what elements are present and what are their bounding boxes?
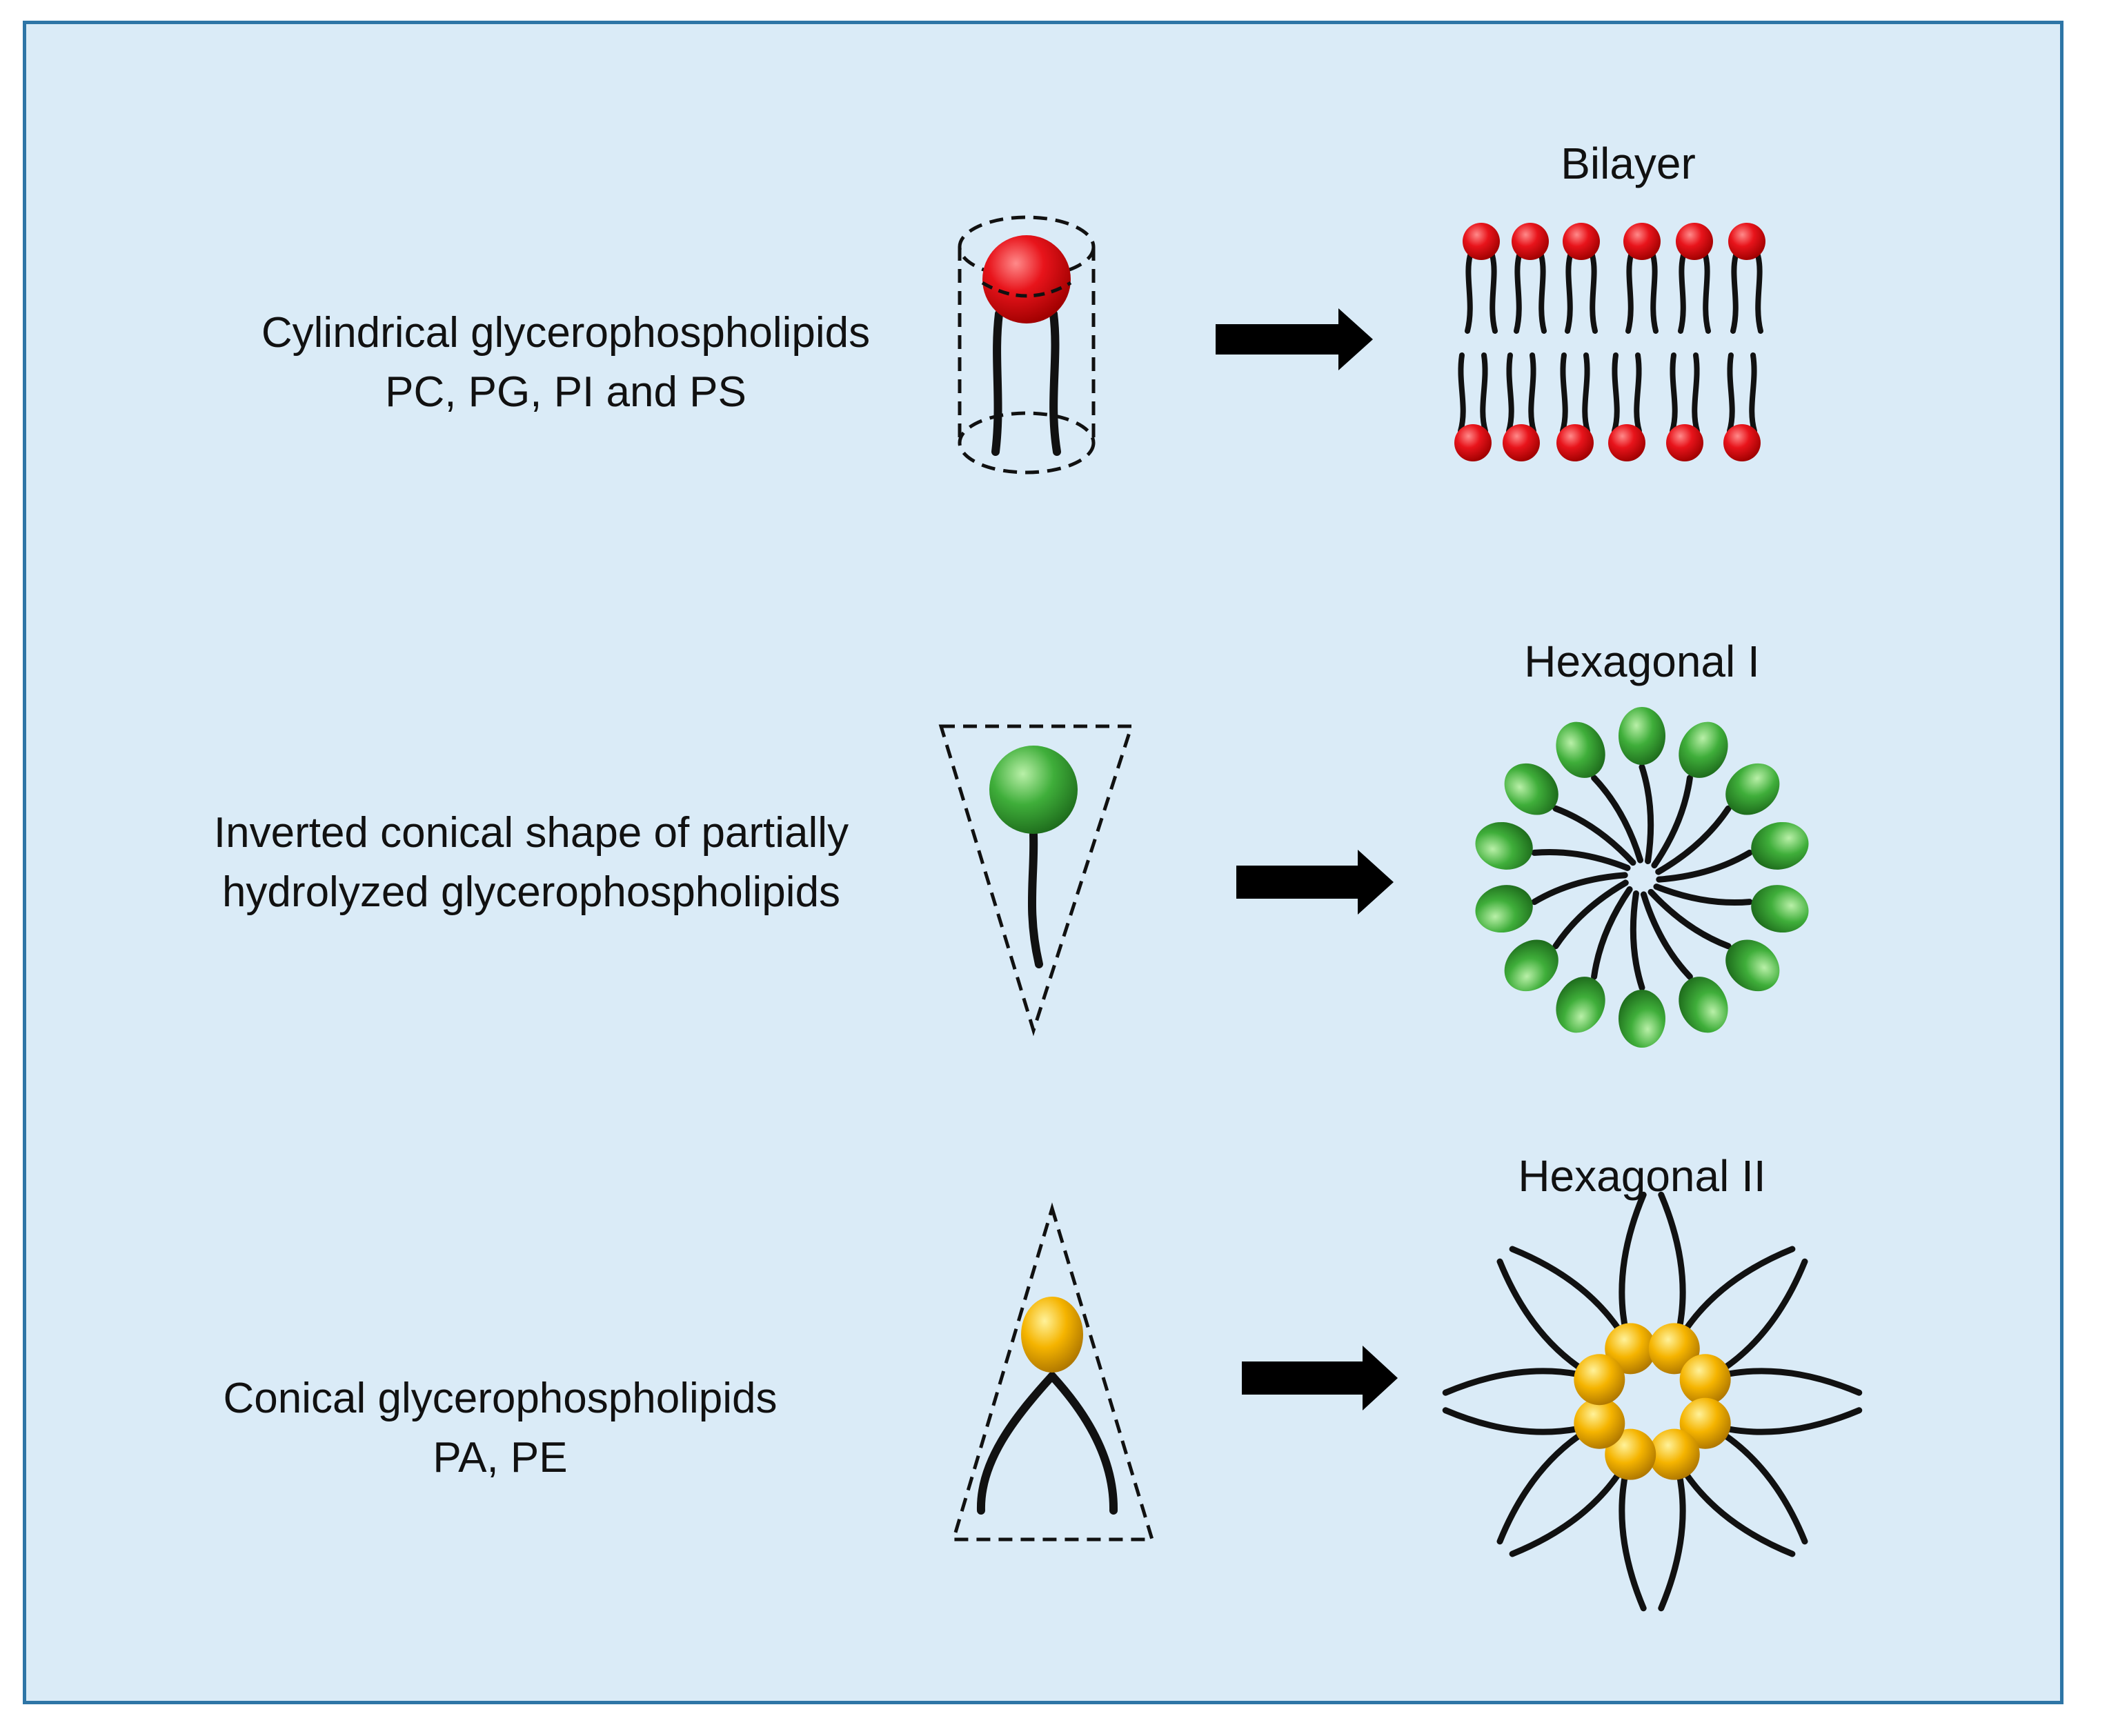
arrow-icon-row1 <box>1216 308 1373 370</box>
bilayer-top-head-icon <box>1623 223 1661 260</box>
cylindrical-lipid-icon <box>958 215 1096 475</box>
row3-label-line2: PA, PE <box>433 1434 568 1481</box>
row2-label: Inverted conical shape of partially hydr… <box>124 804 938 922</box>
micelle-head-icon <box>1679 721 1728 778</box>
micelle-head-icon <box>1619 990 1665 1048</box>
inverted-micelle-head-icon <box>1574 1397 1625 1449</box>
bilayer-top-head-icon <box>1676 223 1713 260</box>
micelle-head-icon <box>1556 977 1605 1033</box>
hexagonal-ii-structure <box>1442 1191 1863 1612</box>
inverted-cone-lipid-icon <box>938 724 1134 1037</box>
micelle-head-icon <box>1556 721 1605 778</box>
hexagonal-i-title: Hexagonal I <box>1524 637 1760 686</box>
bilayer-bottom-head-icon <box>1723 424 1761 461</box>
row2-label-line2: hydrolyzed glycerophospholipids <box>221 868 841 916</box>
bilayer-top-head-icon <box>1728 223 1765 260</box>
row3-label-line1: Conical glycerophospholipids <box>223 1375 778 1422</box>
bilayer-top-head-icon <box>1463 223 1500 260</box>
cone-lipid-icon <box>951 1202 1155 1542</box>
micelle-head-icon <box>1725 763 1780 815</box>
inverted-micelle-head-icon <box>1648 1428 1700 1480</box>
bilayer-bottom-head-icon <box>1503 424 1540 461</box>
bilayer-bottom-head-icon <box>1608 424 1645 461</box>
micelle-head-icon <box>1751 885 1809 933</box>
row3-label: Conical glycerophospholipids PA, PE <box>110 1369 890 1488</box>
arrow-icon-row3 <box>1242 1346 1398 1410</box>
inverted-micelle-head-icon <box>1605 1323 1656 1375</box>
row1-label-line1: Cylindrical glycerophospholipids <box>261 309 871 357</box>
inverted-micelle-head-icon <box>1679 1397 1731 1449</box>
inverted-micelle-head-icon <box>1679 1354 1731 1406</box>
micelle-head-icon <box>1504 763 1558 815</box>
micelle-head-icon <box>1725 939 1780 992</box>
micelle-head-icon <box>1679 977 1728 1033</box>
row2-label-line1: Inverted conical shape of partially <box>213 809 849 857</box>
micelle-head-icon <box>1751 821 1809 870</box>
bilayer-bottom-head-icon <box>1556 424 1594 461</box>
bilayer-bottom-head-icon <box>1666 424 1703 461</box>
bilayer-top-head-icon <box>1563 223 1600 260</box>
row1-label-line2: PC, PG, PI and PS <box>385 368 746 416</box>
inverted-micelle-head-icon <box>1605 1428 1656 1480</box>
bilayer-title: Bilayer <box>1561 139 1696 188</box>
micelle-head-icon <box>1475 821 1533 870</box>
micelle-head-icon <box>1475 885 1533 933</box>
bilayer-top-head-icon <box>1512 223 1549 260</box>
hexagonal-i-structure <box>1475 707 1809 1048</box>
inverted-micelle-head-icon <box>1648 1323 1700 1375</box>
micelle-head-icon <box>1619 707 1665 765</box>
micelle-head-icon <box>1504 939 1558 992</box>
bilayer-bottom-head-icon <box>1454 424 1492 461</box>
inverted-micelle-head-icon <box>1574 1354 1625 1406</box>
bilayer-structure <box>1454 223 1765 461</box>
row1-label: Cylindrical glycerophospholipids PC, PG,… <box>159 303 973 422</box>
arrow-icon-row2 <box>1236 850 1394 915</box>
